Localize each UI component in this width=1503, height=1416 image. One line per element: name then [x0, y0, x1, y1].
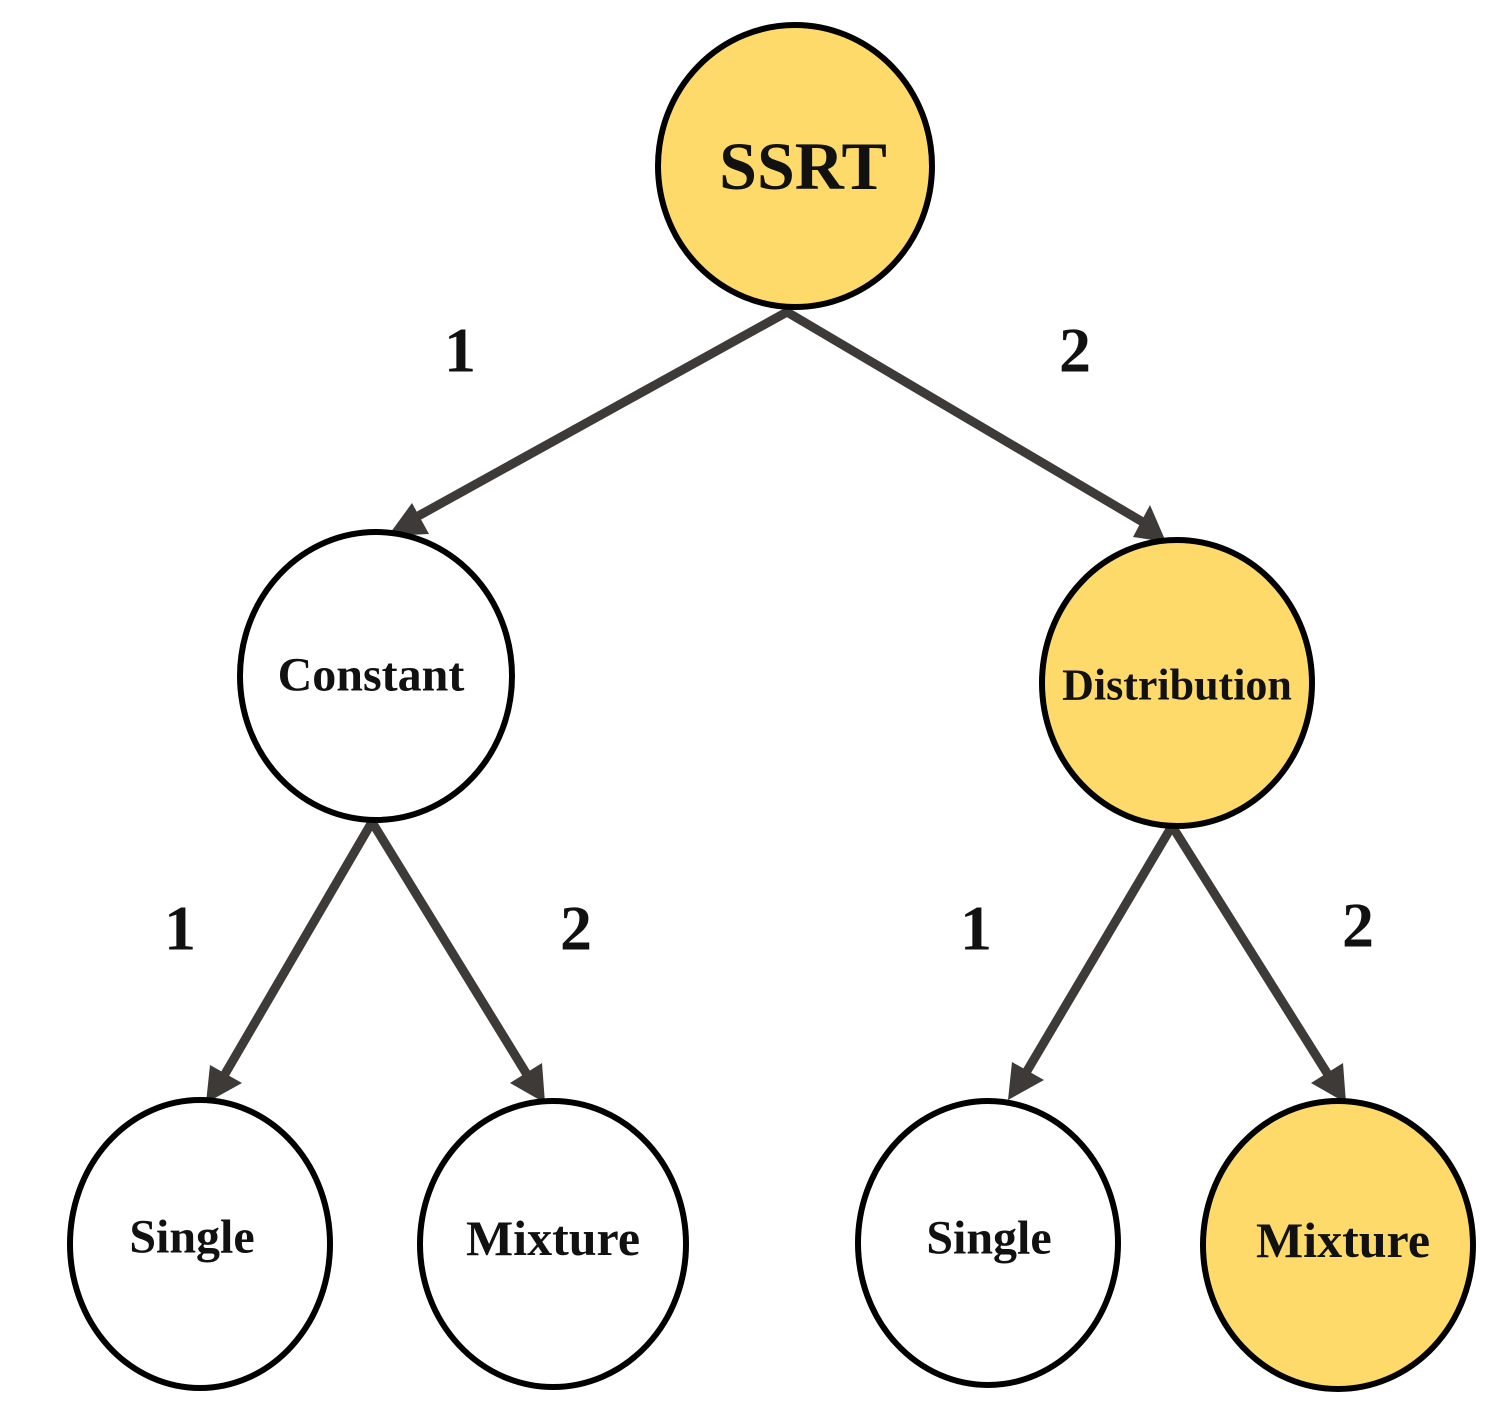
- node-label: Constant: [278, 649, 465, 702]
- arrowhead: [1133, 505, 1166, 542]
- arrowhead: [510, 1063, 545, 1103]
- node-label: Single: [129, 1211, 254, 1264]
- edge-root-to-constant: [388, 307, 792, 536]
- arrowhead: [388, 503, 429, 536]
- edge-distribution-to-single: [1008, 821, 1177, 1100]
- arrowhead: [206, 1065, 242, 1103]
- node-constant: Constant: [237, 529, 515, 823]
- node-label: Single: [926, 1212, 1051, 1265]
- edge-distribution-to-mixture: [1167, 821, 1346, 1103]
- arrowhead: [1311, 1063, 1346, 1103]
- edges: [206, 307, 1346, 1103]
- node-distribution: Distribution: [1039, 537, 1315, 829]
- edge-constant-to-single: [206, 817, 377, 1103]
- node-constant-single: Single: [67, 1097, 333, 1391]
- node-constant-mixture: Mixture: [417, 1098, 689, 1390]
- edge-label-constant-to-single: 1: [164, 893, 196, 964]
- node-distribution-mixture: Mixture: [1200, 1098, 1476, 1392]
- edge-root-to-distribution: [782, 307, 1166, 542]
- edge-label-distribution-to-mixture: 2: [1342, 890, 1374, 961]
- node-distribution-single: Single: [855, 1098, 1121, 1388]
- edge-label-constant-to-mixture: 2: [560, 893, 592, 964]
- node-label: Mixture: [1256, 1212, 1430, 1268]
- edge-labels: 1 2 1 2 1 2: [164, 315, 1374, 964]
- edge-constant-to-mixture: [367, 817, 545, 1103]
- edge-label-distribution-to-single: 1: [960, 893, 992, 964]
- node-label: SSRT: [719, 128, 887, 204]
- edge-label-root-to-constant: 1: [444, 315, 476, 386]
- edge-label-root-to-distribution: 2: [1059, 315, 1091, 386]
- node-label: Distribution: [1062, 661, 1292, 710]
- node-label: Mixture: [466, 1210, 640, 1266]
- arrowhead: [1008, 1062, 1044, 1100]
- node-root: SSRT: [655, 22, 935, 310]
